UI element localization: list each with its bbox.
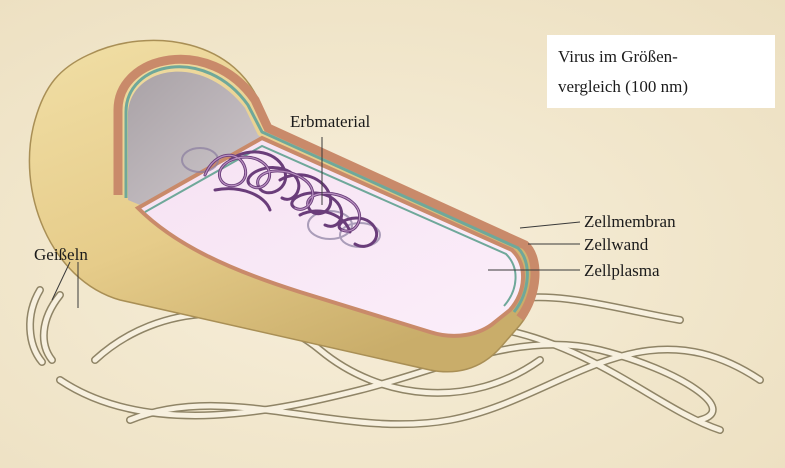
label-erbmaterial: Erbmaterial [290, 113, 370, 130]
label-geisseln: Geißeln [34, 246, 88, 263]
label-zellplasma: Zellplasma [584, 262, 660, 279]
label-zellwand: Zellwand [584, 236, 648, 253]
virus-size-box: Virus im Größen- vergleich (100 nm) [547, 35, 775, 108]
label-zellmembran: Zellmembran [584, 213, 676, 230]
virus-box-line1: Virus im Größen- [558, 47, 678, 67]
leader-zellmembran [520, 222, 580, 228]
virus-box-line2: vergleich (100 nm) [558, 77, 688, 97]
